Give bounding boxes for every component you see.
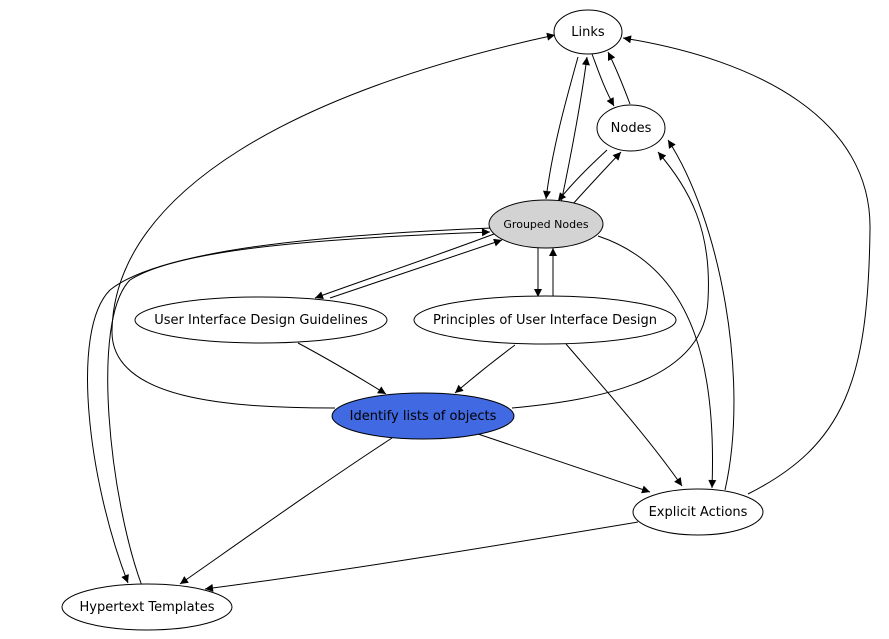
node-explicit-actions-shape bbox=[632, 488, 764, 536]
edge-uidg-to-grouped-nodes bbox=[329, 238, 503, 299]
node-identify-shape bbox=[331, 392, 515, 440]
edge-explicit-actions-to-nodes bbox=[667, 139, 735, 491]
edge-links-to-grouped-nodes bbox=[543, 56, 579, 200]
node-grouped-nodes[interactable]: Grouped Nodes bbox=[488, 199, 604, 249]
node-hypertext-templates-label: Hypertext Templates bbox=[80, 600, 215, 615]
node-identify-label: Identify lists of objects bbox=[350, 409, 497, 424]
edge-hypertext-templates-to-grouped-nodes bbox=[107, 228, 491, 587]
edge-identify-to-explicit-actions bbox=[477, 433, 651, 494]
edge-grouped-nodes-to-explicit-actions bbox=[597, 235, 717, 489]
edge-explicit-actions-to-links bbox=[622, 35, 871, 495]
node-links-label: Links bbox=[571, 25, 605, 40]
node-nodes-shape bbox=[596, 104, 666, 152]
edges bbox=[87, 32, 871, 592]
edge-identify-to-hypertext-templates bbox=[179, 437, 393, 585]
node-principles-of-user-interface-design[interactable]: Principles of User Interface Design bbox=[413, 295, 677, 345]
node-uidg-shape bbox=[134, 296, 388, 344]
node-nodes-label: Nodes bbox=[611, 121, 652, 136]
edge-nodes-to-links bbox=[607, 51, 631, 105]
node-links-shape bbox=[553, 9, 623, 55]
node-explicit-actions[interactable]: Explicit Actions bbox=[632, 488, 764, 536]
node-user-interface-design-guidelines[interactable]: User Interface Design Guidelines bbox=[134, 296, 388, 344]
node-principles-shape bbox=[413, 295, 677, 345]
edge-identify-to-nodes bbox=[511, 151, 709, 409]
edge-principles-to-identify bbox=[454, 344, 516, 394]
node-explicit-actions-label: Explicit Actions bbox=[649, 505, 748, 520]
node-hypertext-templates[interactable]: Hypertext Templates bbox=[61, 583, 233, 631]
edge-explicit-actions-to-hypertext-templates bbox=[204, 521, 639, 592]
edge-links-to-nodes bbox=[591, 53, 615, 107]
node-hypertext-templates-shape bbox=[61, 583, 233, 631]
edge-grouped-nodes-to-nodes bbox=[571, 151, 622, 206]
node-grouped-nodes-label: Grouped Nodes bbox=[503, 218, 588, 231]
edge-identify-to-links bbox=[111, 32, 556, 409]
edge-nodes-to-grouped-nodes bbox=[557, 149, 608, 202]
node-grouped-nodes-shape bbox=[488, 199, 604, 249]
edge-grouped-nodes-to-hypertext-templates bbox=[87, 227, 493, 584]
edge-grouped-nodes-to-links bbox=[560, 56, 590, 204]
node-identify-lists-of-objects[interactable]: Identify lists of objects bbox=[331, 392, 515, 440]
node-links[interactable]: Links bbox=[553, 9, 623, 55]
node-principles-label: Principles of User Interface Design bbox=[433, 313, 657, 328]
edge-principles-to-explicit-actions bbox=[565, 343, 683, 487]
node-nodes[interactable]: Nodes bbox=[596, 104, 666, 152]
node-uidg-label: User Interface Design Guidelines bbox=[154, 313, 368, 328]
edge-uidg-to-identify bbox=[297, 342, 387, 395]
edge-grouped-nodes-to-uidg bbox=[314, 233, 495, 300]
